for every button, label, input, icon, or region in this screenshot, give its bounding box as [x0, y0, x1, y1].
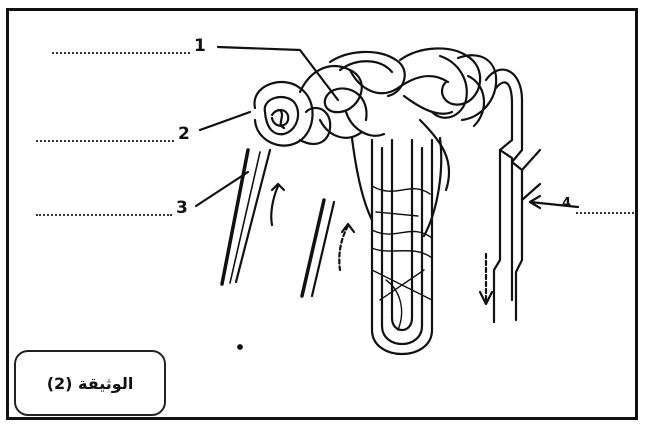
leader-line-2 — [200, 112, 250, 130]
answer-line-4 — [576, 212, 634, 214]
arterioles — [222, 150, 284, 284]
loop-of-henle — [352, 138, 441, 354]
convoluted-tubules — [300, 52, 448, 144]
bowmans-capsule — [254, 82, 312, 146]
answer-line-2 — [36, 140, 174, 142]
label-3: 3 — [176, 198, 188, 218]
distal-tubule — [400, 48, 496, 190]
leader-line-1 — [218, 47, 338, 100]
answer-line-1 — [52, 52, 190, 54]
label-4: 4 — [562, 196, 571, 211]
label-2: 2 — [178, 124, 190, 144]
document-caption: الوثيقة (2) — [14, 350, 166, 416]
label-1: 1 — [194, 36, 206, 56]
answer-line-3 — [36, 214, 172, 216]
vasa-recta-left — [302, 200, 354, 296]
collecting-duct — [480, 70, 540, 322]
ink-dot — [238, 345, 242, 349]
